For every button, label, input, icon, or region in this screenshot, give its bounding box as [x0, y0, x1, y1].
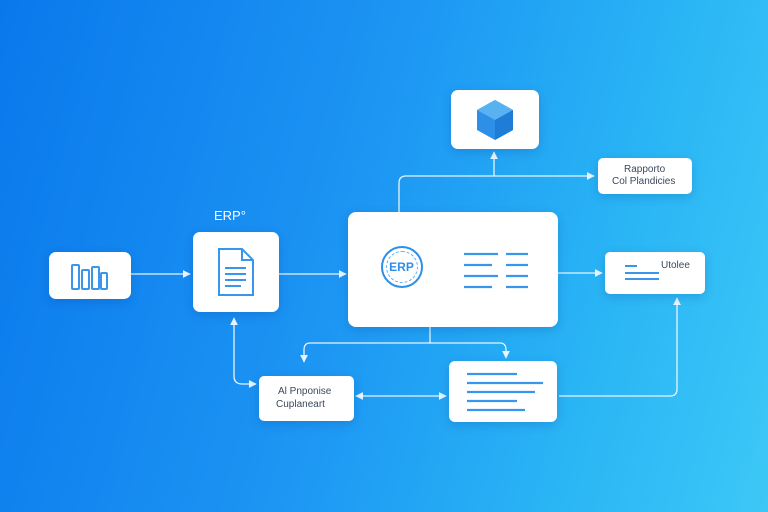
link-document-bottom-left	[230, 317, 257, 388]
list-icon	[625, 265, 659, 280]
document-icon	[218, 248, 254, 296]
link-hub-down	[300, 327, 431, 363]
bar-chart-icon	[71, 264, 108, 290]
top-right-node[interactable]: Rapporto Col Plandicies	[598, 158, 692, 194]
link-hub-to-top-right	[398, 172, 595, 212]
bar-chart-node[interactable]	[49, 252, 131, 299]
list-icon	[464, 252, 528, 289]
right-node-text: Utolee	[661, 260, 690, 271]
list-icon	[467, 372, 543, 412]
link-bottom-mid-to-right	[559, 297, 681, 397]
bottom-left-node[interactable]: Al Pnponise Cuplaneart	[259, 376, 354, 421]
bottom-left-node-line1: Al Pnponise	[278, 386, 332, 397]
erp-badge-text: ERP	[389, 260, 414, 274]
erp-label: ERP°	[214, 208, 246, 223]
document-node[interactable]	[193, 232, 279, 312]
cube-icon	[477, 100, 513, 140]
top-right-node-line2: Col Plandicies	[612, 176, 676, 187]
erp-badge-icon: ERP	[381, 246, 423, 288]
top-right-node-line1: Rapporto	[624, 164, 666, 175]
bottom-left-node-line2: Cuplaneart	[276, 399, 325, 410]
right-node[interactable]: Utolee	[605, 252, 705, 294]
link-hub-down-2	[430, 342, 510, 359]
erp-hub-node[interactable]: ERP	[348, 212, 558, 327]
cube-node[interactable]	[451, 90, 539, 149]
bottom-middle-node[interactable]	[449, 361, 557, 422]
